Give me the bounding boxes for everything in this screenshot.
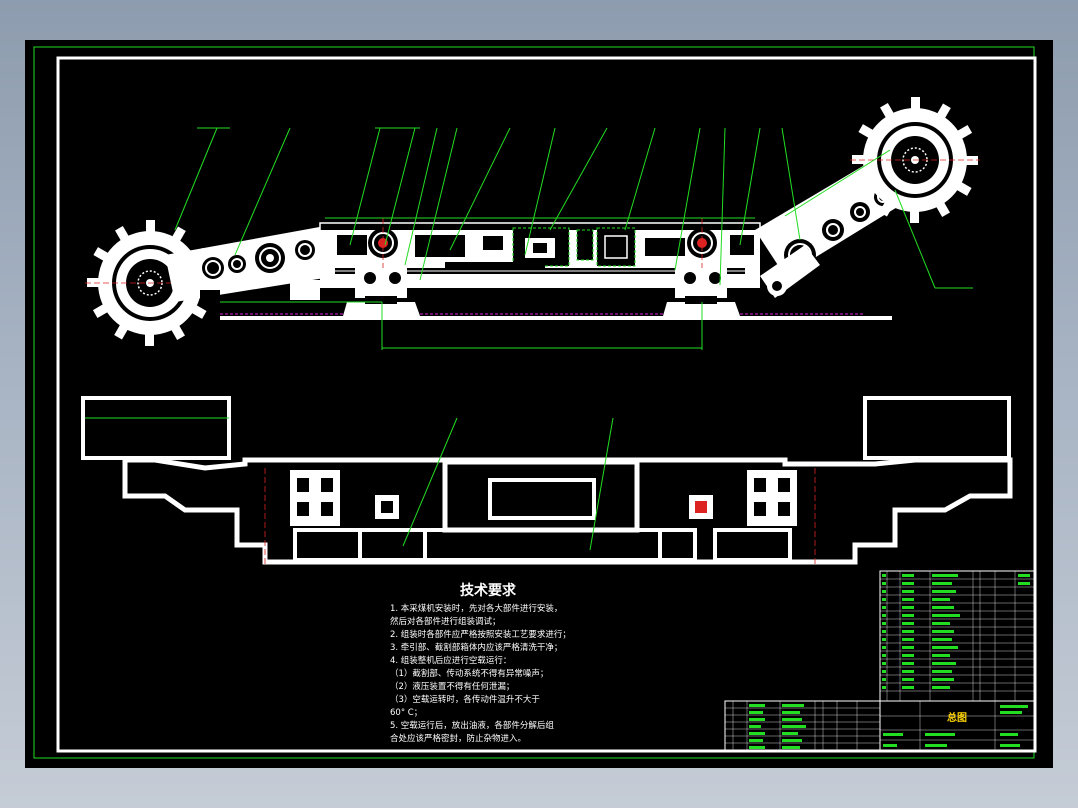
plan-body-outline — [122, 457, 1013, 565]
req-line: （3）空载运转时，各传动件温升不大于 — [390, 694, 540, 705]
shearer-plan-view — [81, 396, 1013, 566]
req-line: 5. 空载运行后，放出油液，各部件分解后组 — [390, 720, 554, 731]
parts-list-lower — [724, 700, 881, 752]
req-line: 4. 组装整机后应进行空载运行： — [390, 655, 511, 666]
shearer-side-view — [85, 97, 980, 350]
left-ranging-arm — [165, 226, 337, 302]
req-line: （1）截割部、传动系统不得有异常噪声； — [390, 668, 548, 679]
req-line: 然后对各部件进行组装调试； — [390, 616, 501, 627]
req-line: （2）液压装置不得有任何泄漏； — [390, 681, 514, 692]
parts-list — [879, 570, 1035, 702]
req-line: 2. 组装时各部件应严格按照安装工艺要求进行； — [390, 629, 571, 640]
req-line: 1. 本采煤机安装时，先对各大部件进行安装， — [390, 603, 562, 614]
req-line: 3. 牵引部、截割部箱体内应该严格清洗干净； — [390, 642, 562, 653]
title-block: 总图 — [879, 700, 1035, 752]
drawing-canvas: 技术要求 1. 本采煤机安装时，先对各大部件进行安装， 然后对各部件进行组装调试… — [33, 46, 1037, 759]
dimension-lines — [220, 149, 891, 350]
svg-text:1. 本采煤机安装时，先对各大部件进行安装，: 1. 本采煤机安装时，先对各大部件进行安装， 然后对各部件进行组装调试； 2. … — [390, 603, 574, 744]
floor-rail — [220, 316, 892, 320]
inner-frame — [56, 56, 1037, 753]
right-cutting-drum — [850, 97, 980, 223]
req-line: 60° C； — [390, 708, 422, 718]
plan-right-drum — [863, 396, 1011, 460]
drawing-viewport[interactable]: 技术要求 1. 本采煤机安装时，先对各大部件进行安装， 然后对各部件进行组装调试… — [25, 40, 1053, 768]
plan-left-drum — [81, 396, 231, 460]
tech-requirements: 技术要求 1. 本采煤机安装时，先对各大部件进行安装， 然后对各部件进行组装调试… — [390, 582, 574, 744]
leader-lines — [174, 127, 973, 289]
tech-requirements-title: 技术要求 — [460, 582, 517, 599]
drawing-title: 总图 — [947, 711, 967, 724]
req-line: 合处应该严格密封，防止杂物进入。 — [390, 733, 526, 744]
